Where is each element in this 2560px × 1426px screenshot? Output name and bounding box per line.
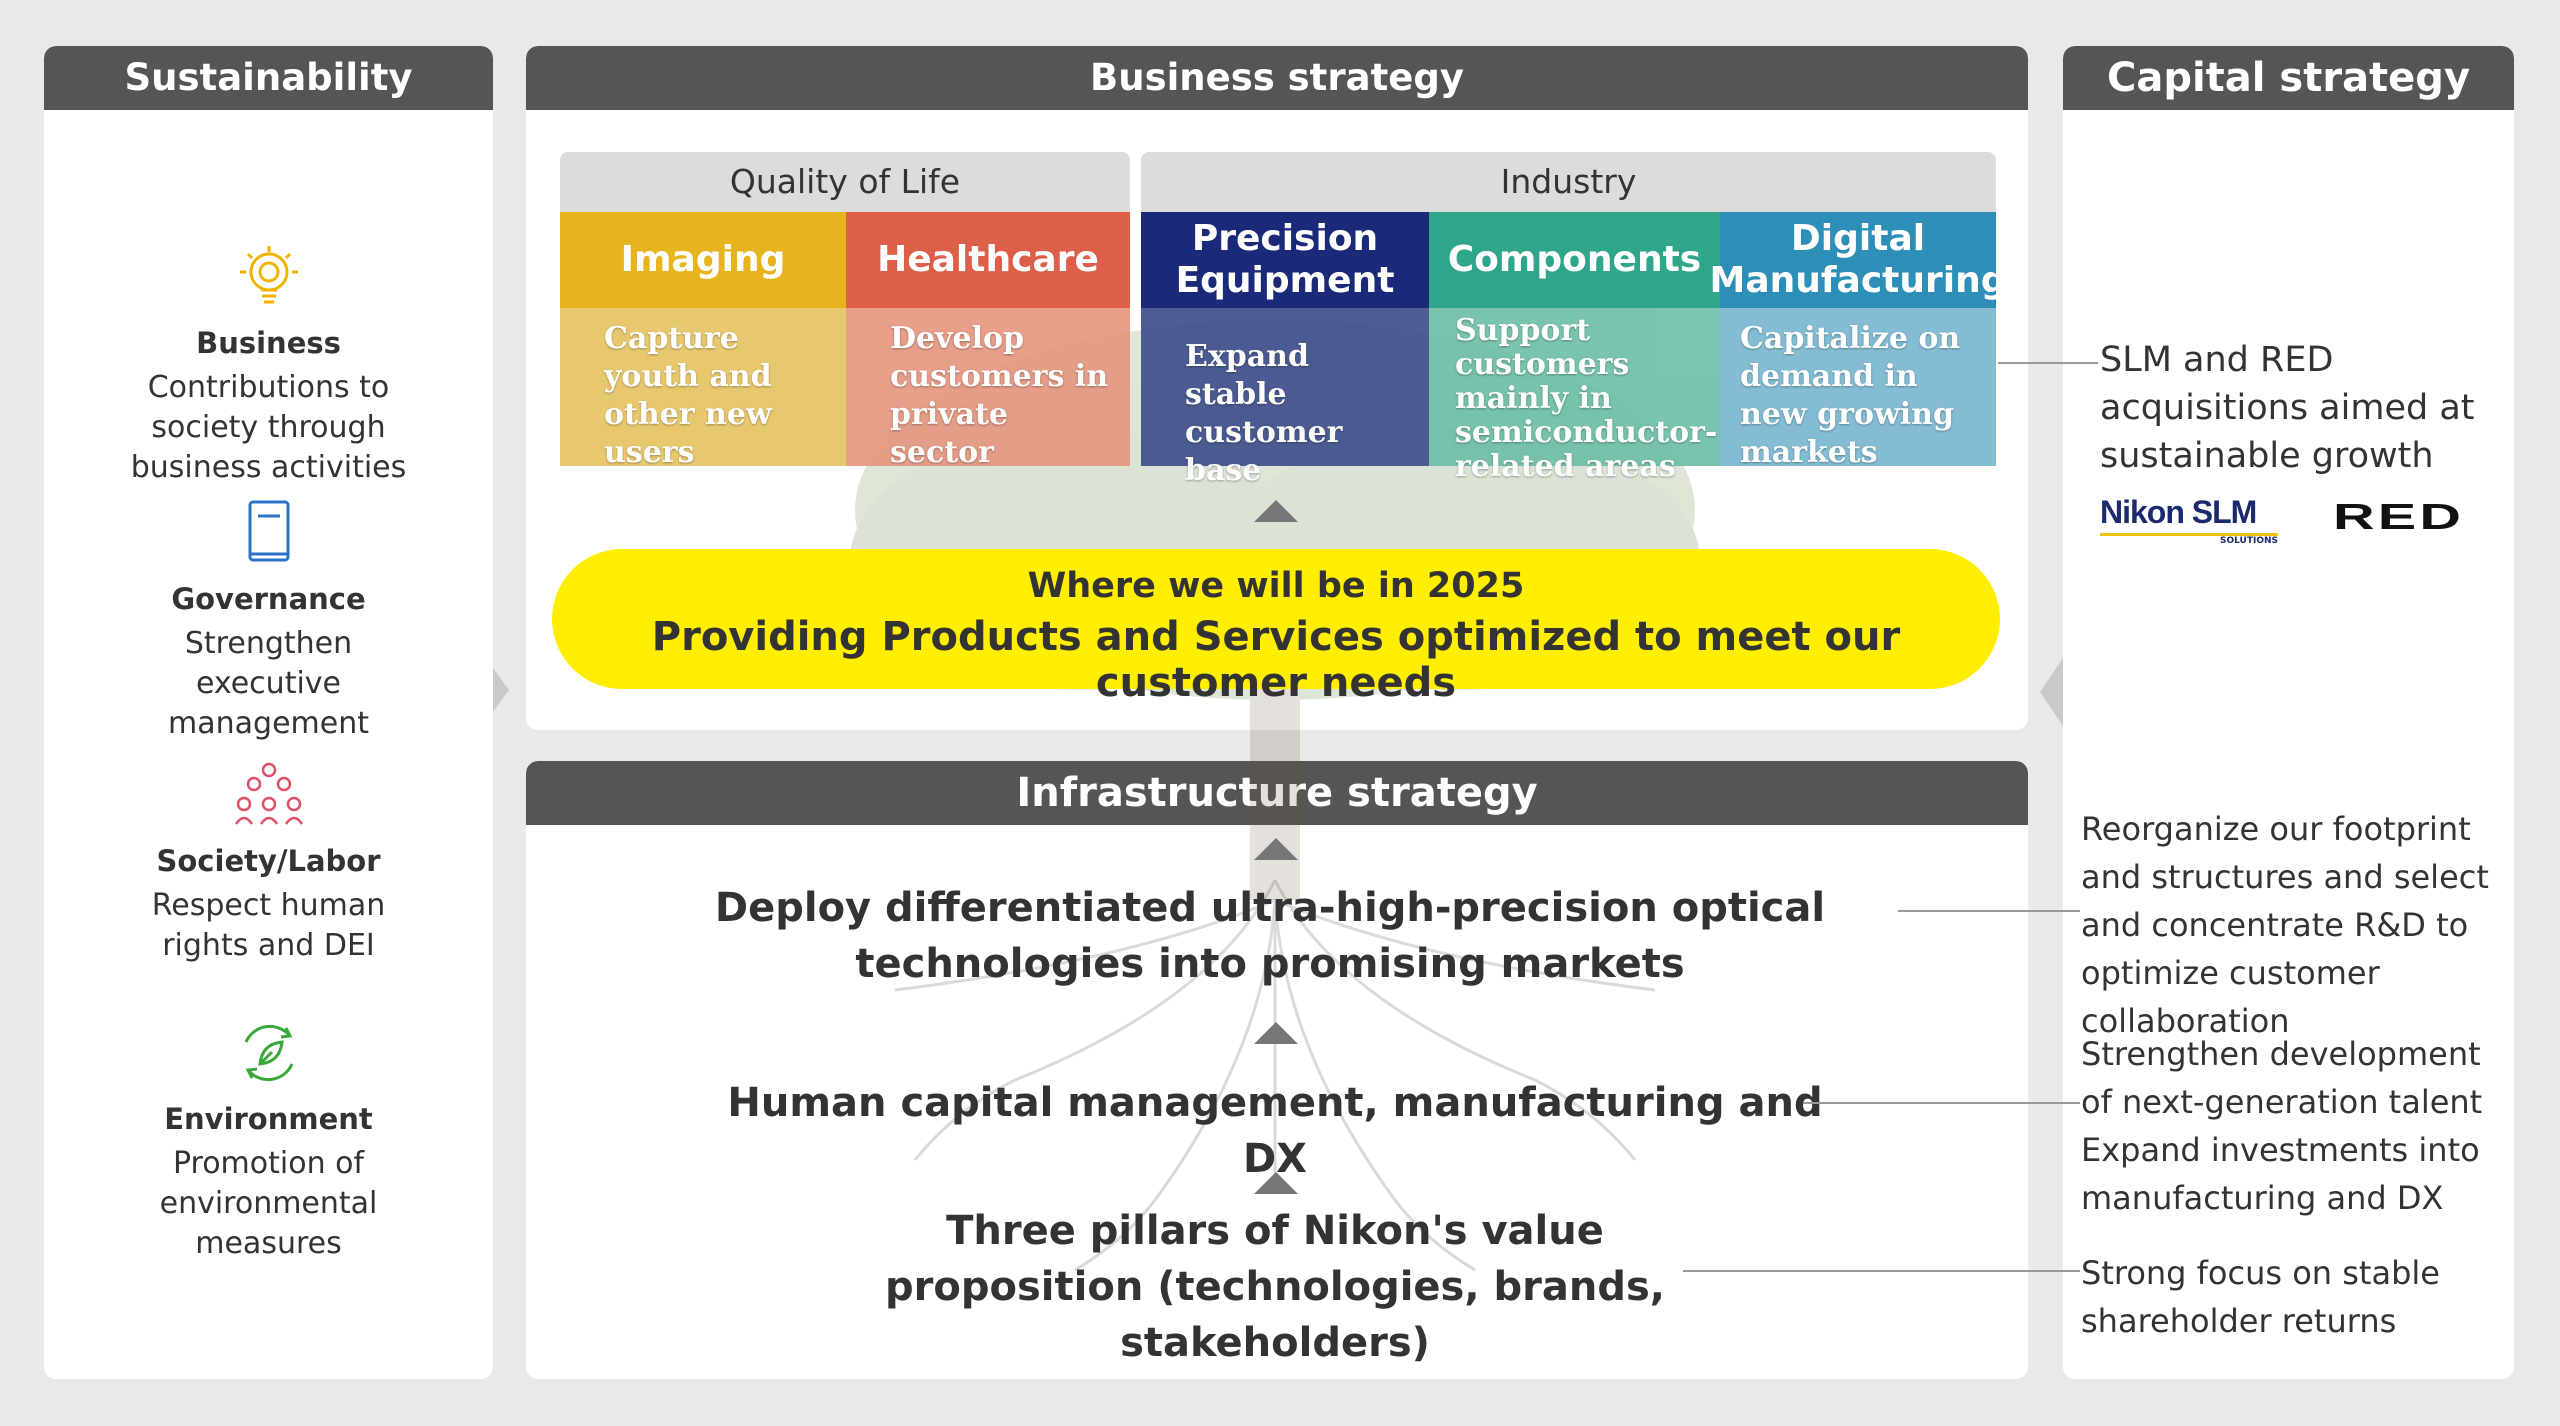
segment-title: Healthcare: [846, 212, 1130, 308]
sustainability-panel: Sustainability strategy Business Contrib…: [44, 46, 493, 1379]
sustainability-item-title: Environment: [44, 1102, 493, 1136]
recycle-leaf-icon: [234, 1018, 304, 1088]
red-logo: RED: [2333, 496, 2464, 538]
business-title: Business strategy: [526, 46, 2028, 110]
segment-digital-manufacturing: Digital Manufacturing Capitalize on dema…: [1720, 212, 1996, 466]
up-arrow-triangle: [1254, 1022, 1298, 1044]
segment-precision-equipment: Precision Equipment Expand stable custom…: [1141, 212, 1429, 466]
connector-line: [1683, 1270, 2080, 1272]
nikon-slm-logo: Nikon SLM SOLUTIONS: [2100, 494, 2278, 546]
sustainability-item-title: Business: [44, 326, 493, 360]
sustainability-item-environment: Environment Promotion of environmental m…: [44, 1018, 493, 1264]
connector-line: [1803, 1102, 2080, 1104]
sustainability-item-title: Governance: [44, 582, 493, 616]
segment-healthcare: Healthcare Develop customers in private …: [846, 212, 1130, 466]
sustainability-item-desc: Contributions to society through busines…: [44, 368, 493, 488]
capital-title: Capital strategy: [2063, 46, 2514, 110]
segment-title: Imaging: [560, 212, 846, 308]
infrastructure-item: Deploy differentiated ultra-high-precisi…: [620, 880, 1920, 992]
capital-note: Strong focus on stable shareholder retur…: [2081, 1249, 2521, 1345]
infrastructure-item: Human capital management, manufacturing …: [700, 1075, 1850, 1187]
sustainability-item-business: Business Contributions to society throug…: [44, 242, 493, 488]
segment-components: Components Support customers mainly in s…: [1429, 212, 1720, 466]
segment-title: Components: [1429, 212, 1720, 308]
left-side-arrow: [493, 668, 509, 712]
capital-note: Strengthen development of next-generatio…: [2081, 1030, 2521, 1222]
segment-body: Expand stable customer base: [1141, 308, 1429, 466]
sustainability-item-desc: Strengthen executive management: [44, 624, 493, 744]
infrastructure-item: Three pillars of Nikon's value propositi…: [840, 1203, 1710, 1371]
segment-title: Precision Equipment: [1141, 212, 1429, 308]
sustainability-title: Sustainability strategy: [44, 46, 493, 110]
nikon-slm-logo-sub: SOLUTIONS: [2100, 536, 2278, 546]
segment-imaging: Imaging Capture youth and other new user…: [560, 212, 846, 466]
goal-line1: Where we will be in 2025: [552, 549, 2000, 606]
segment-title: Digital Manufacturing: [1720, 212, 1996, 308]
acquisition-text: SLM and RED acquisitions aimed at sustai…: [2100, 336, 2500, 480]
capital-note: Reorganize our footprint and structures …: [2081, 805, 2521, 1045]
right-side-arrow: [2040, 658, 2063, 726]
connector-line: [1998, 362, 2098, 364]
sustainability-item-society: Society/Labor Respect human rights and D…: [44, 760, 493, 966]
up-arrow-triangle: [1254, 1172, 1298, 1194]
lightbulb-gear-icon: [234, 242, 304, 312]
nikon-slm-logo-text: Nikon SLM: [2100, 494, 2278, 531]
segment-body: Develop customers in private sector: [846, 308, 1130, 466]
infrastructure-title: Infrastructure strategy: [526, 761, 2028, 825]
book-icon: [234, 498, 304, 568]
up-arrow-triangle: [1254, 500, 1298, 522]
segment-body: Capitalize on demand in new growing mark…: [1720, 308, 1996, 466]
up-arrow-triangle: [1254, 838, 1298, 860]
sustainability-item-desc: Promotion of environmental measures: [44, 1144, 493, 1264]
connector-line: [1898, 910, 2080, 912]
goal-line2: Providing Products and Services optimize…: [552, 614, 2000, 706]
people-group-icon: [234, 760, 304, 830]
sustainability-item-governance: Governance Strengthen executive manageme…: [44, 498, 493, 744]
segment-body: Capture youth and other new users: [560, 308, 846, 466]
sustainability-item-title: Society/Labor: [44, 844, 493, 878]
group-industry: Industry: [1141, 152, 1996, 212]
goal-banner: Where we will be in 2025 Providing Produ…: [552, 549, 2000, 689]
segment-body: Support customers mainly in semiconducto…: [1429, 308, 1720, 466]
sustainability-item-desc: Respect human rights and DEI: [44, 886, 493, 966]
group-quality-of-life: Quality of Life: [560, 152, 1130, 212]
